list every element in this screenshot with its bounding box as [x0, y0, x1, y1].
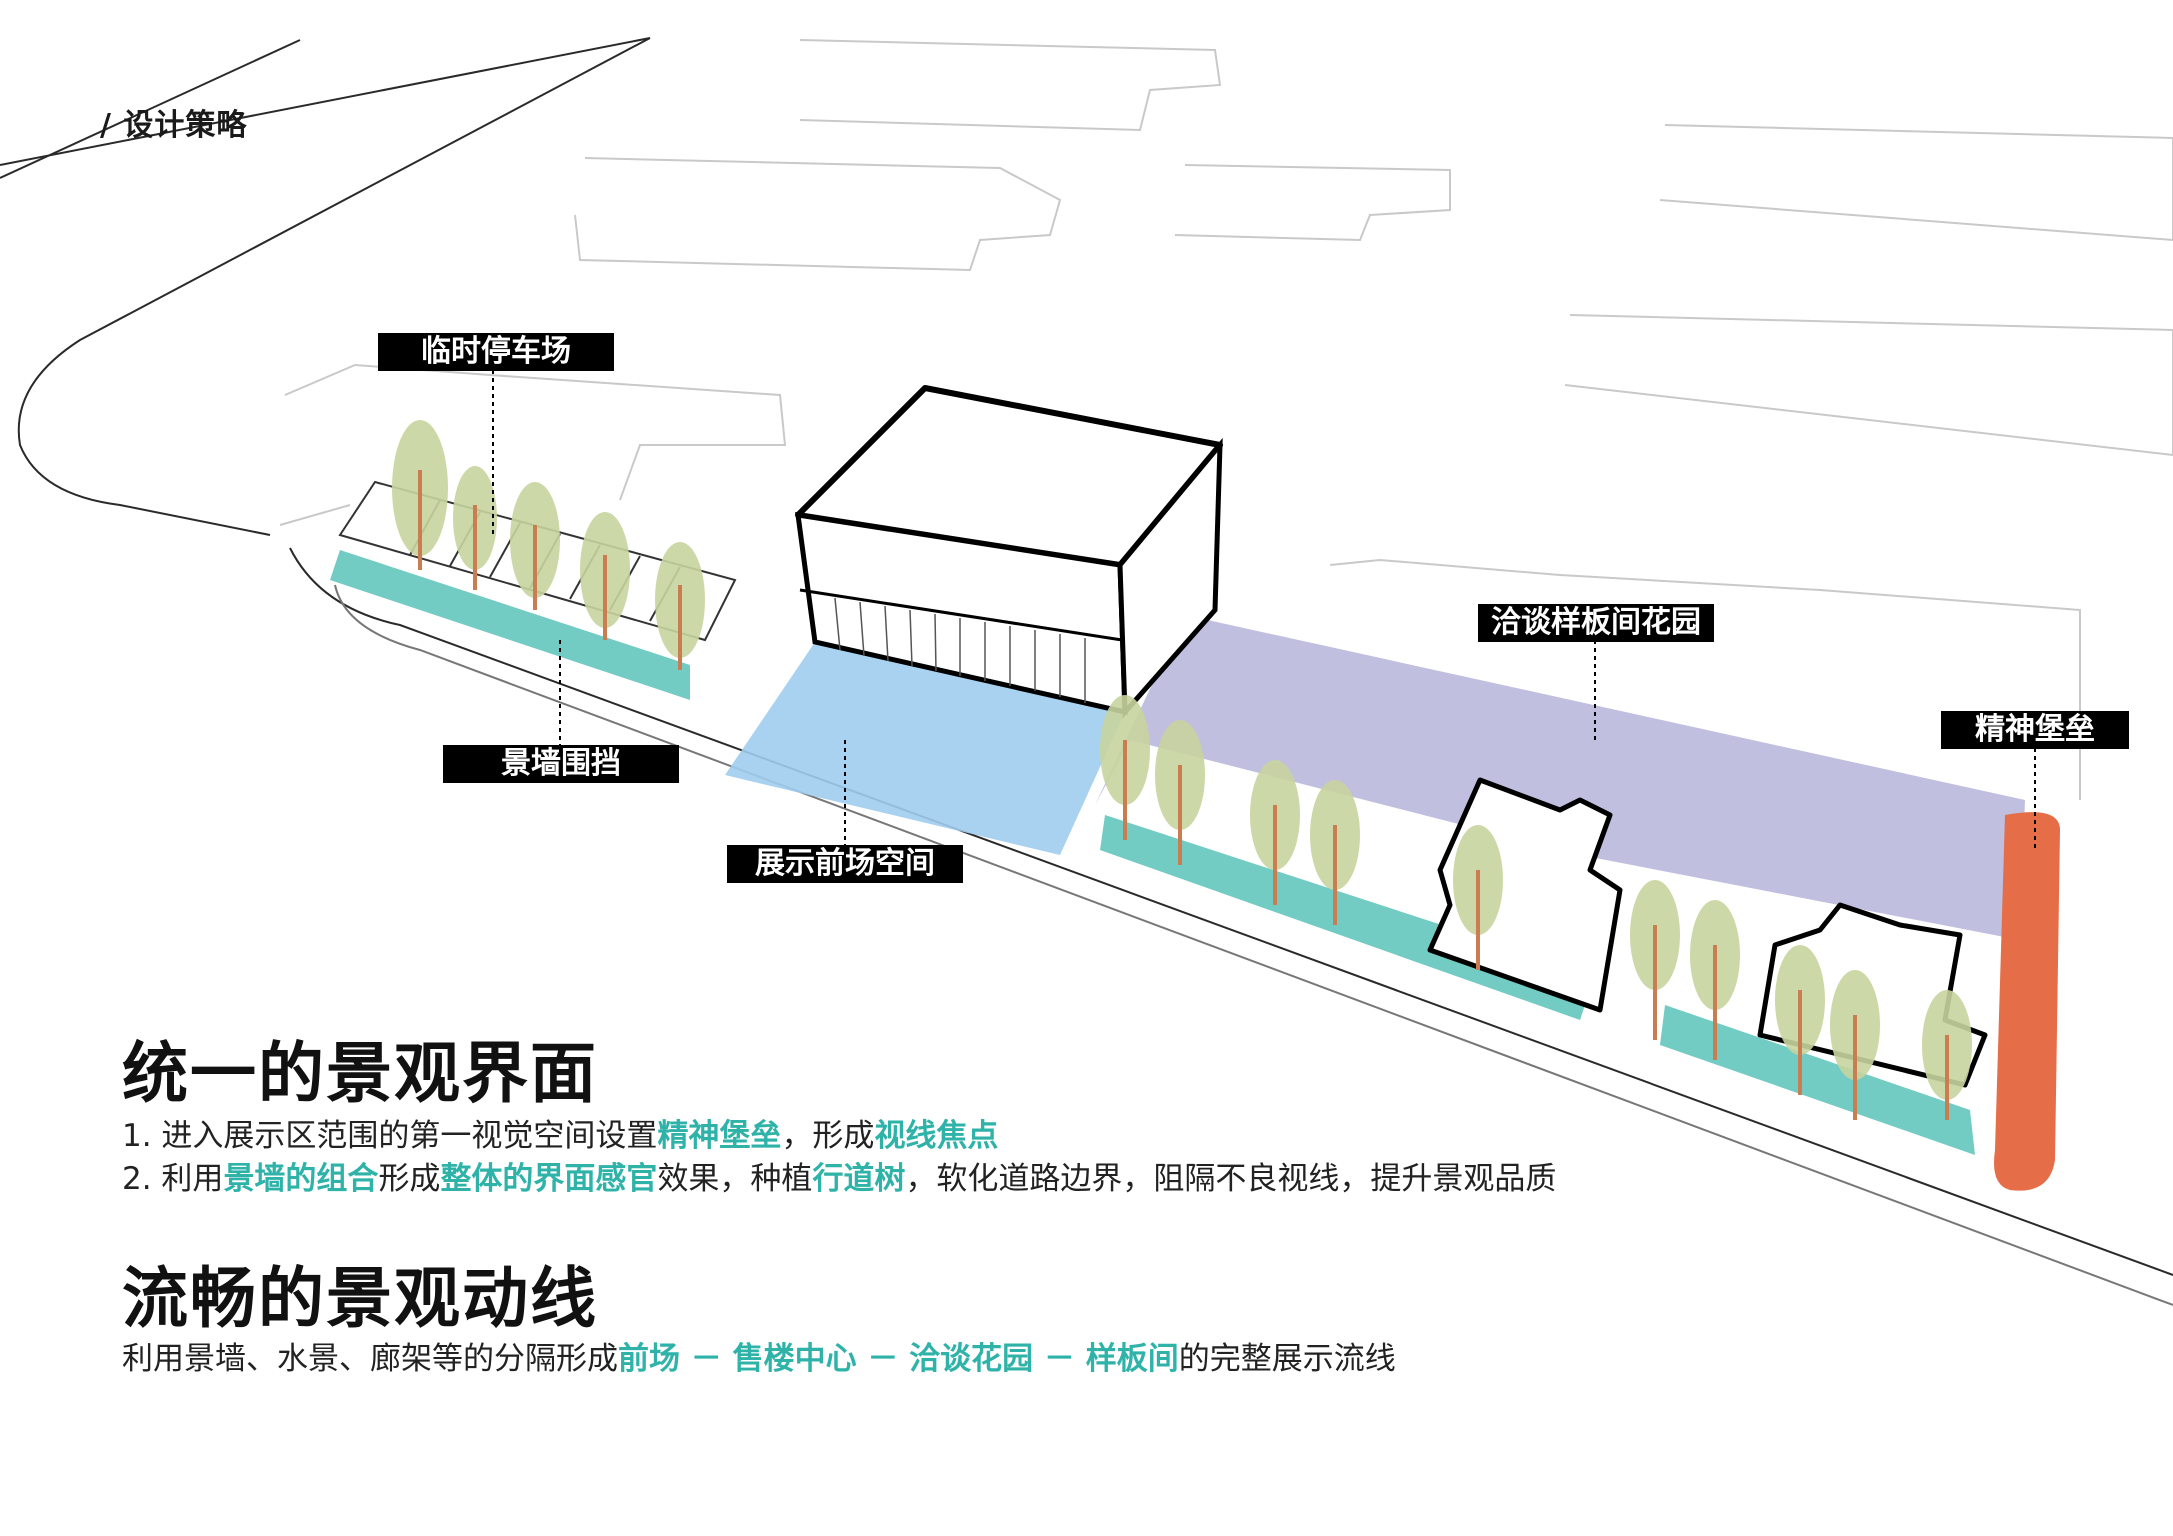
landscape-walls: [330, 550, 1975, 1155]
roads: [0, 37, 2173, 1306]
label-parking: 临时停车场: [378, 333, 614, 371]
label-fortress: 精神堡垒: [1941, 711, 2129, 749]
sales-center-building: [795, 385, 1223, 719]
label-plaza: 展示前场空间: [727, 845, 963, 883]
label-landscape-wall: 景墙围挡: [443, 745, 679, 783]
label-garden: 洽谈样板间花园: [1478, 604, 1714, 642]
tree-trunks: [418, 470, 1949, 1120]
heading-smooth-route: 流畅的景观动线: [122, 1260, 598, 1337]
plaza-zone: [725, 642, 1125, 855]
garden-zone: [1095, 615, 2025, 940]
heading-unified-interface: 统一的景观界面: [122, 1035, 598, 1112]
body-line: 2. 利用景墙的组合形成整体的界面感官效果，种植行道树，软化道路边界，阻隔不良视…: [122, 1161, 1557, 1197]
leader-lines: [492, 370, 2036, 850]
body-line: 1. 进入展示区范围的第一视觉空间设置精神堡垒，形成视线焦点: [122, 1118, 999, 1154]
background-buildings: [279, 39, 2173, 800]
body-line: 利用景墙、水景、廊架等的分隔形成前场 － 售楼中心 － 洽谈花园 － 样板间的完…: [122, 1341, 1396, 1377]
trees: [392, 420, 1972, 1120]
spirit-fortress: [1994, 812, 2060, 1191]
section-tag: / 设计策略: [100, 108, 248, 143]
